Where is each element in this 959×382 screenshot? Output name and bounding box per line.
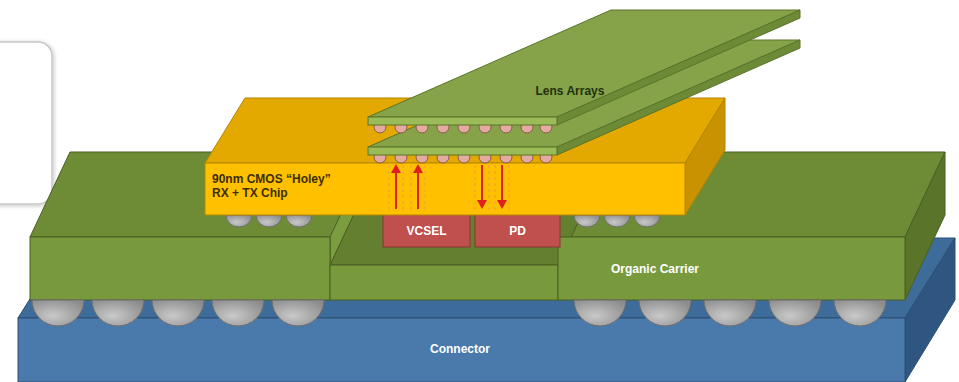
node-text: PD bbox=[509, 224, 526, 238]
chip-label: 90nm CMOS “Holey” RX + TX Chip bbox=[212, 168, 344, 204]
vcsel-box: VCSEL bbox=[383, 217, 470, 245]
lens-label: Lens Arrays bbox=[528, 82, 612, 100]
solder-balls bbox=[32, 300, 886, 326]
callout-panel bbox=[0, 42, 52, 204]
vcsel-die bbox=[383, 210, 470, 247]
node-text: Connector bbox=[430, 342, 490, 356]
connector-label: Connector bbox=[410, 338, 510, 360]
node-text: Organic Carrier bbox=[611, 262, 699, 276]
lens-plate bbox=[368, 10, 800, 125]
node-text: VCSEL bbox=[406, 224, 446, 238]
node-text: Lens Arrays bbox=[536, 84, 605, 98]
optical-path bbox=[389, 164, 509, 210]
carrier-slab bbox=[30, 152, 945, 300]
node-text: 90nm CMOS “Holey” RX + TX Chip bbox=[212, 172, 340, 200]
pd-die bbox=[475, 210, 560, 247]
carrier-label: Organic Carrier bbox=[590, 258, 720, 280]
pd-box: PD bbox=[475, 217, 560, 245]
